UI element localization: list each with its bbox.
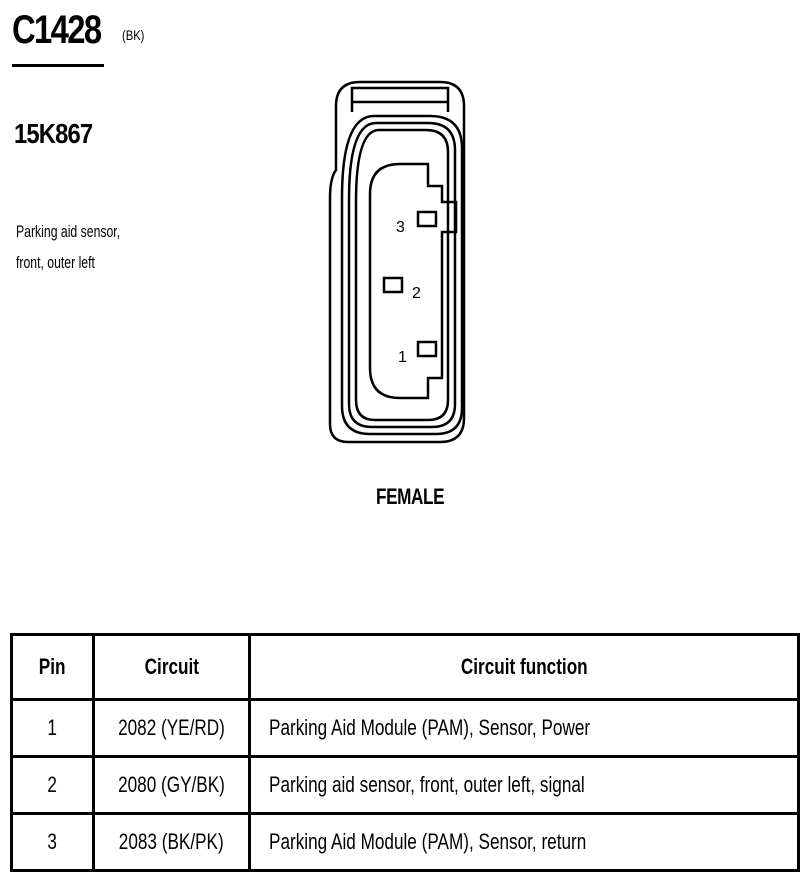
- circuit-cell: 2083 (BK/PK): [92, 812, 251, 872]
- header-circuit-function: Circuit function: [248, 633, 800, 701]
- pin-3-label: 3: [396, 219, 405, 236]
- part-number: 15K867: [14, 118, 93, 149]
- connector-face-diagram: 3 2 1: [328, 80, 466, 444]
- connector-color-code: (BK): [122, 27, 145, 43]
- connector-id: C1428: [12, 8, 102, 52]
- face-contour-3: [354, 128, 450, 422]
- table-header-row: Pin Circuit Circuit function: [10, 633, 800, 701]
- pin-2-label: 2: [412, 285, 421, 302]
- header-circuit: Circuit: [92, 633, 251, 701]
- connector-description: Parking aid sensor, front, outer left: [16, 216, 203, 278]
- latch-outline: [350, 86, 450, 112]
- pin-cell: 2: [10, 755, 95, 815]
- pin-1-label: 1: [398, 349, 407, 366]
- table-row: 2 2080 (GY/BK) Parking aid sensor, front…: [10, 755, 800, 815]
- table-row: 3 2083 (BK/PK) Parking Aid Module (PAM),…: [10, 812, 800, 872]
- header-pin: Pin: [10, 633, 95, 701]
- pin-cell: 1: [10, 698, 95, 758]
- pin-1-cavity: [416, 340, 438, 358]
- title-underline: [12, 64, 104, 67]
- pin-2-cavity: [382, 276, 404, 294]
- pin-table: Pin Circuit Circuit function 1 2082 (YE/…: [10, 633, 800, 872]
- gender-label: FEMALE: [376, 484, 445, 509]
- circuit-cell: 2082 (YE/RD): [92, 698, 251, 758]
- description-line-1: Parking aid sensor,: [16, 222, 121, 241]
- function-cell: Parking aid sensor, front, outer left, s…: [248, 755, 800, 815]
- face-contour-2: [347, 121, 457, 429]
- description-line-2: front, outer left: [16, 253, 95, 272]
- circuit-cell: 2080 (GY/BK): [92, 755, 251, 815]
- function-cell: Parking Aid Module (PAM), Sensor, return: [248, 812, 800, 872]
- housing-outer-outline: [328, 80, 466, 444]
- function-cell: Parking Aid Module (PAM), Sensor, Power: [248, 698, 800, 758]
- table-row: 1 2082 (YE/RD) Parking Aid Module (PAM),…: [10, 698, 800, 758]
- pin-cell: 3: [10, 812, 95, 872]
- face-inner-outline: [368, 162, 458, 400]
- pin-3-cavity: [416, 210, 438, 228]
- face-contour-1: [340, 114, 464, 436]
